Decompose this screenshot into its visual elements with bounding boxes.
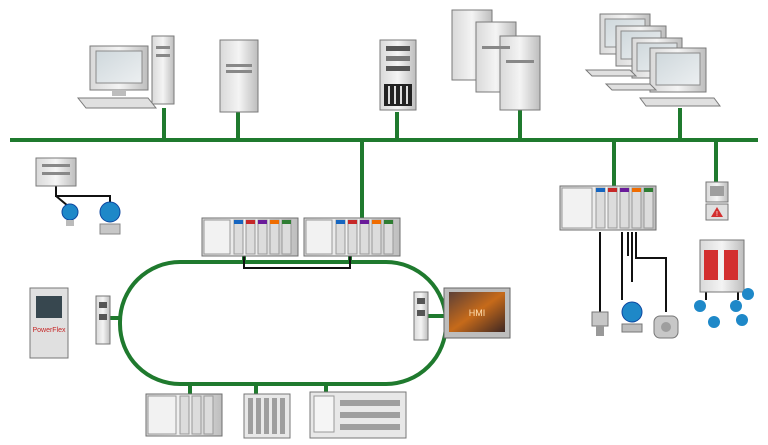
- cable-ctrl-link: [243, 256, 351, 269]
- io-chassis: [145, 393, 223, 437]
- ring-switch-right: [413, 291, 429, 341]
- operator-pc-group: [584, 13, 721, 107]
- controller-chassis-b: [303, 217, 401, 257]
- pressure-transmitter: [61, 203, 79, 226]
- flow-meter-right: [653, 315, 679, 339]
- pressure-transmitter-right: [621, 301, 643, 333]
- hmi-screen-label: HMI: [469, 308, 486, 318]
- safety-display: !: [705, 181, 729, 221]
- device-level-ring: [118, 260, 448, 386]
- field-cables: [55, 186, 739, 312]
- controller-chassis-a: [201, 217, 299, 257]
- hmi-panel: HMI: [443, 287, 511, 339]
- engineering-workstation: [76, 35, 175, 109]
- cable-micro-plc: [55, 186, 111, 206]
- server-cluster: [451, 9, 541, 111]
- tower-server: [219, 39, 259, 113]
- drive-brand-label: PowerFlex: [32, 327, 66, 334]
- flow-transmitter: [99, 201, 121, 235]
- safety-sensors: [694, 288, 754, 328]
- micro-plc: [35, 157, 77, 187]
- powerflex-drive: PowerFlex: [29, 287, 69, 359]
- rack-server: [379, 39, 417, 111]
- cable-micro-plc-2: [55, 195, 69, 207]
- controller-chassis-right: [559, 185, 657, 231]
- temperature-sensor: [591, 311, 609, 336]
- cable-right-4: [635, 232, 667, 312]
- compact-io-block: [309, 391, 407, 439]
- ring-switch-left: [95, 295, 111, 345]
- warning-label: !: [716, 211, 718, 218]
- safety-relay: [699, 239, 745, 293]
- point-io-block: [243, 393, 291, 439]
